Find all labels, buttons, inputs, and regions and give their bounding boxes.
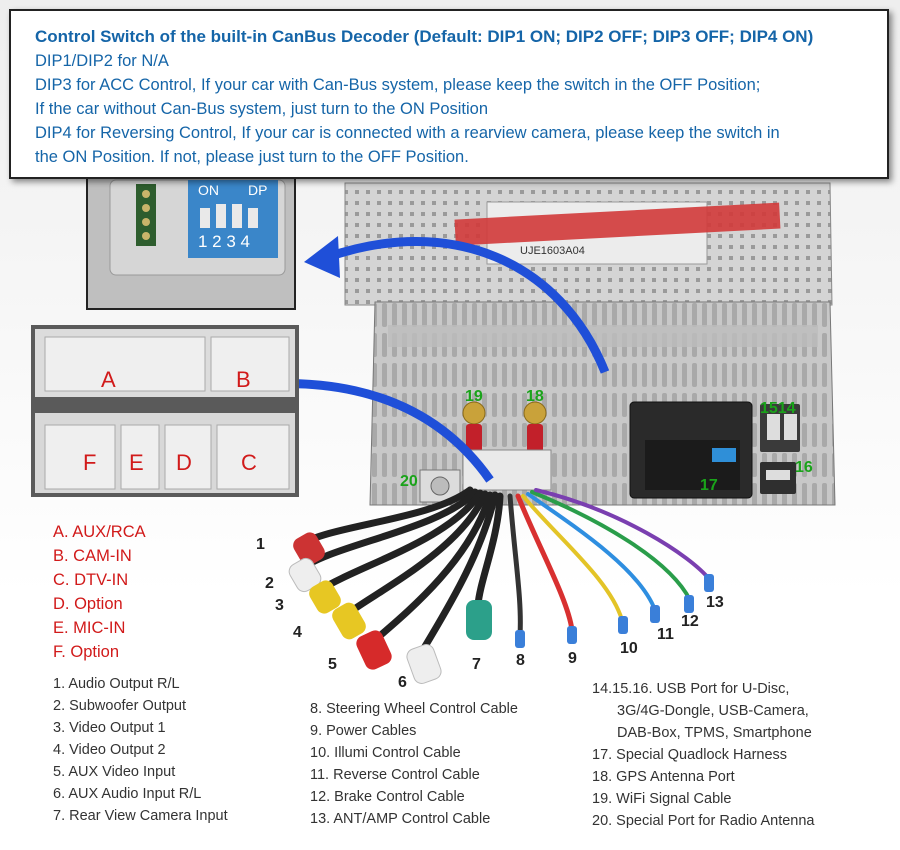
label-13: 13: [706, 594, 724, 611]
sticker-serial: UJE1603A04: [520, 245, 585, 257]
label-6: 6: [398, 674, 407, 691]
dip-digits: 1 2 3 4: [198, 232, 250, 251]
label-20: 20: [400, 473, 418, 490]
legend-item: B. CAM-IN: [53, 547, 132, 565]
legend-item: E. MIC-IN: [53, 619, 126, 637]
dip-dp-label: DP: [248, 182, 268, 198]
legend-item: F. Option: [53, 643, 120, 661]
connectors-photo: A B F E D C: [31, 325, 299, 497]
list-item: 10. Illumi Control Cable: [310, 745, 461, 761]
list-item: DAB-Box, TPMS, Smartphone: [617, 725, 812, 741]
label-5: 5: [328, 656, 337, 673]
list-item: 20. Special Port for Radio Antenna: [592, 813, 815, 829]
list-item: 11. Reverse Control Cable: [310, 767, 480, 783]
label-19: 19: [465, 388, 483, 405]
info-line: DIP3 for ACC Control, If your car with C…: [35, 76, 761, 94]
label-17: 17: [700, 477, 718, 494]
list-item: 18. GPS Antenna Port: [592, 769, 735, 785]
wire-tips: [515, 574, 714, 648]
label-2: 2: [265, 575, 274, 592]
label-8: 8: [516, 652, 525, 669]
list-item: 17. Special Quadlock Harness: [592, 747, 788, 763]
list-item: 6. AUX Audio Input R/L: [53, 786, 202, 802]
list-item: 13. ANT/AMP Control Cable: [310, 811, 491, 827]
list-item: 7. Rear View Camera Input: [53, 808, 228, 824]
plug-label-d: D: [176, 450, 192, 475]
list-item: 3G/4G-Dongle, USB-Camera,: [617, 703, 809, 719]
list-item: 3. Video Output 1: [53, 720, 166, 736]
legend-item: C. DTV-IN: [53, 571, 129, 589]
label-11: 11: [657, 626, 674, 643]
list-item: 4. Video Output 2: [53, 742, 166, 758]
label-9: 9: [568, 650, 577, 667]
label-1: 1: [256, 536, 265, 553]
list-item: 14.15.16. USB Port for U-Disc,: [592, 681, 790, 697]
legend-item: A. AUX/RCA: [53, 523, 146, 541]
label-12: 12: [681, 613, 699, 630]
plug-label-c: C: [241, 450, 257, 475]
list-item: 2. Subwoofer Output: [53, 698, 186, 714]
list-item: 8. Steering Wheel Control Cable: [310, 701, 518, 717]
label-1514: 1514: [760, 400, 796, 417]
label-4: 4: [293, 624, 302, 641]
label-16: 16: [795, 459, 813, 476]
dip-on-label: ON: [198, 182, 219, 198]
list-ports-right: 14.15.16. USB Port for U-Disc, 3G/4G-Don…: [592, 678, 814, 832]
list-item: 19. WiFi Signal Cable: [592, 791, 732, 807]
connector-legend: A. AUX/RCA B. CAM-IN C. DTV-IN D. Option…: [53, 520, 146, 664]
info-title: Control Switch of the built-in CanBus De…: [35, 27, 814, 46]
list-item: 1. Audio Output R/L: [53, 676, 180, 692]
plug-label-b: B: [236, 367, 251, 392]
label-10: 10: [620, 640, 638, 657]
label-7: 7: [472, 656, 481, 673]
info-line: the ON Position. If not, please just tur…: [35, 148, 469, 166]
label-3: 3: [275, 597, 284, 614]
list-item: 5. AUX Video Input: [53, 764, 176, 780]
dip-switch-photo: ON DP 1 2 3 4: [86, 170, 296, 310]
list-item: 9. Power Cables: [310, 723, 417, 739]
list-item: 12. Brake Control Cable: [310, 789, 465, 805]
rca-plugs: [288, 532, 492, 684]
canbus-info-box: Control Switch of the built-in CanBus De…: [9, 9, 889, 179]
info-line: DIP4 for Reversing Control, If your car …: [35, 124, 780, 142]
label-18: 18: [526, 388, 544, 405]
list-cables-left: 1. Audio Output R/L 2. Subwoofer Output …: [53, 673, 228, 827]
plug-label-a: A: [101, 367, 116, 392]
info-line: DIP1/DIP2 for N/A: [35, 52, 169, 70]
info-line: If the car without Can-Bus system, just …: [35, 100, 489, 118]
arrow-to-dip-switch: [326, 237, 610, 374]
cable-bundle: [296, 486, 712, 659]
legend-item: D. Option: [53, 595, 123, 613]
plug-label-e: E: [129, 450, 144, 475]
plug-label-f: F: [83, 450, 97, 475]
list-cables-middle: 8. Steering Wheel Control Cable 9. Power…: [310, 698, 518, 830]
